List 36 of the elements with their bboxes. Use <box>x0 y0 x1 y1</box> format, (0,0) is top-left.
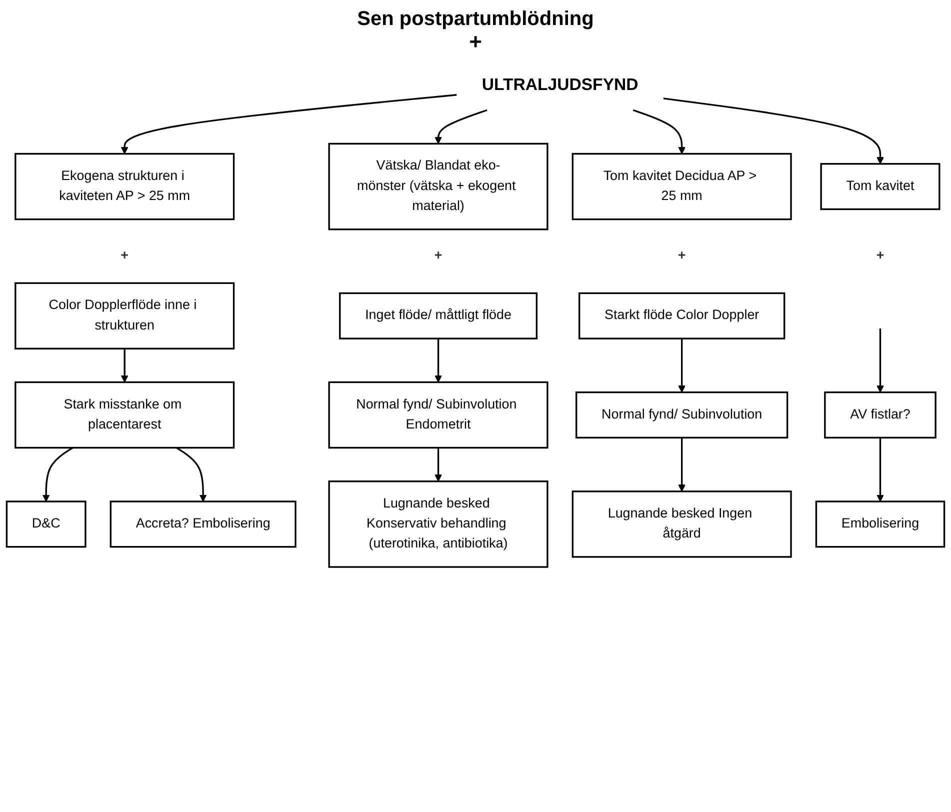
node-box: Inget flöde/ måttligt flöde <box>339 292 538 340</box>
diagram-title: Sen postpartumblödning <box>357 8 594 31</box>
arrow <box>876 328 884 393</box>
label: + <box>876 248 884 263</box>
node-text: ULTRALJUDSFYND <box>482 76 638 94</box>
arrow <box>876 438 884 502</box>
node-box: Embolisering <box>815 500 946 548</box>
node-box: AV fistlar? <box>824 391 936 438</box>
node-box: Lugnande besked Konservativ behandling (uterotinika, antibiotika) <box>328 480 548 568</box>
node-box: Ekogena strukturen i kaviteten AP > 25 mm <box>14 152 235 220</box>
arrow <box>120 94 457 154</box>
node-box: Tom kavitet Decidua AP > 25 mm <box>572 152 792 220</box>
node-box: Vätska/ Blandat eko-mönster (vätska + ekogent material) <box>328 142 548 230</box>
node-box: Lugnande besked Ingen åtgärd <box>572 490 792 558</box>
node-box: Stark misstanke om placentarest <box>14 381 235 449</box>
node-box: Accreta? Embolisering <box>110 500 296 548</box>
arrow <box>678 338 686 393</box>
label: + <box>678 248 686 263</box>
arrow <box>434 448 442 482</box>
arrow <box>678 438 686 492</box>
arrow <box>176 447 207 502</box>
node-box: Normal fynd/ Subinvolution <box>576 391 788 438</box>
node-box: Normal fynd/ Subinvolution Endometrit <box>328 381 548 449</box>
node-box: Tom kavitet <box>820 163 940 210</box>
arrow <box>632 109 686 154</box>
arrow <box>663 98 884 164</box>
arrow <box>434 338 442 383</box>
label: + <box>434 248 442 263</box>
arrow <box>120 348 128 383</box>
label: + <box>120 248 129 263</box>
arrow <box>434 109 488 144</box>
node-box: Starkt flöde Color Doppler <box>578 292 786 340</box>
arrow <box>42 447 74 502</box>
node-box: D&C <box>6 500 86 548</box>
plus-sign: + <box>469 31 482 53</box>
node-box: Color Dopplerflöde inne i strukturen <box>14 282 235 350</box>
